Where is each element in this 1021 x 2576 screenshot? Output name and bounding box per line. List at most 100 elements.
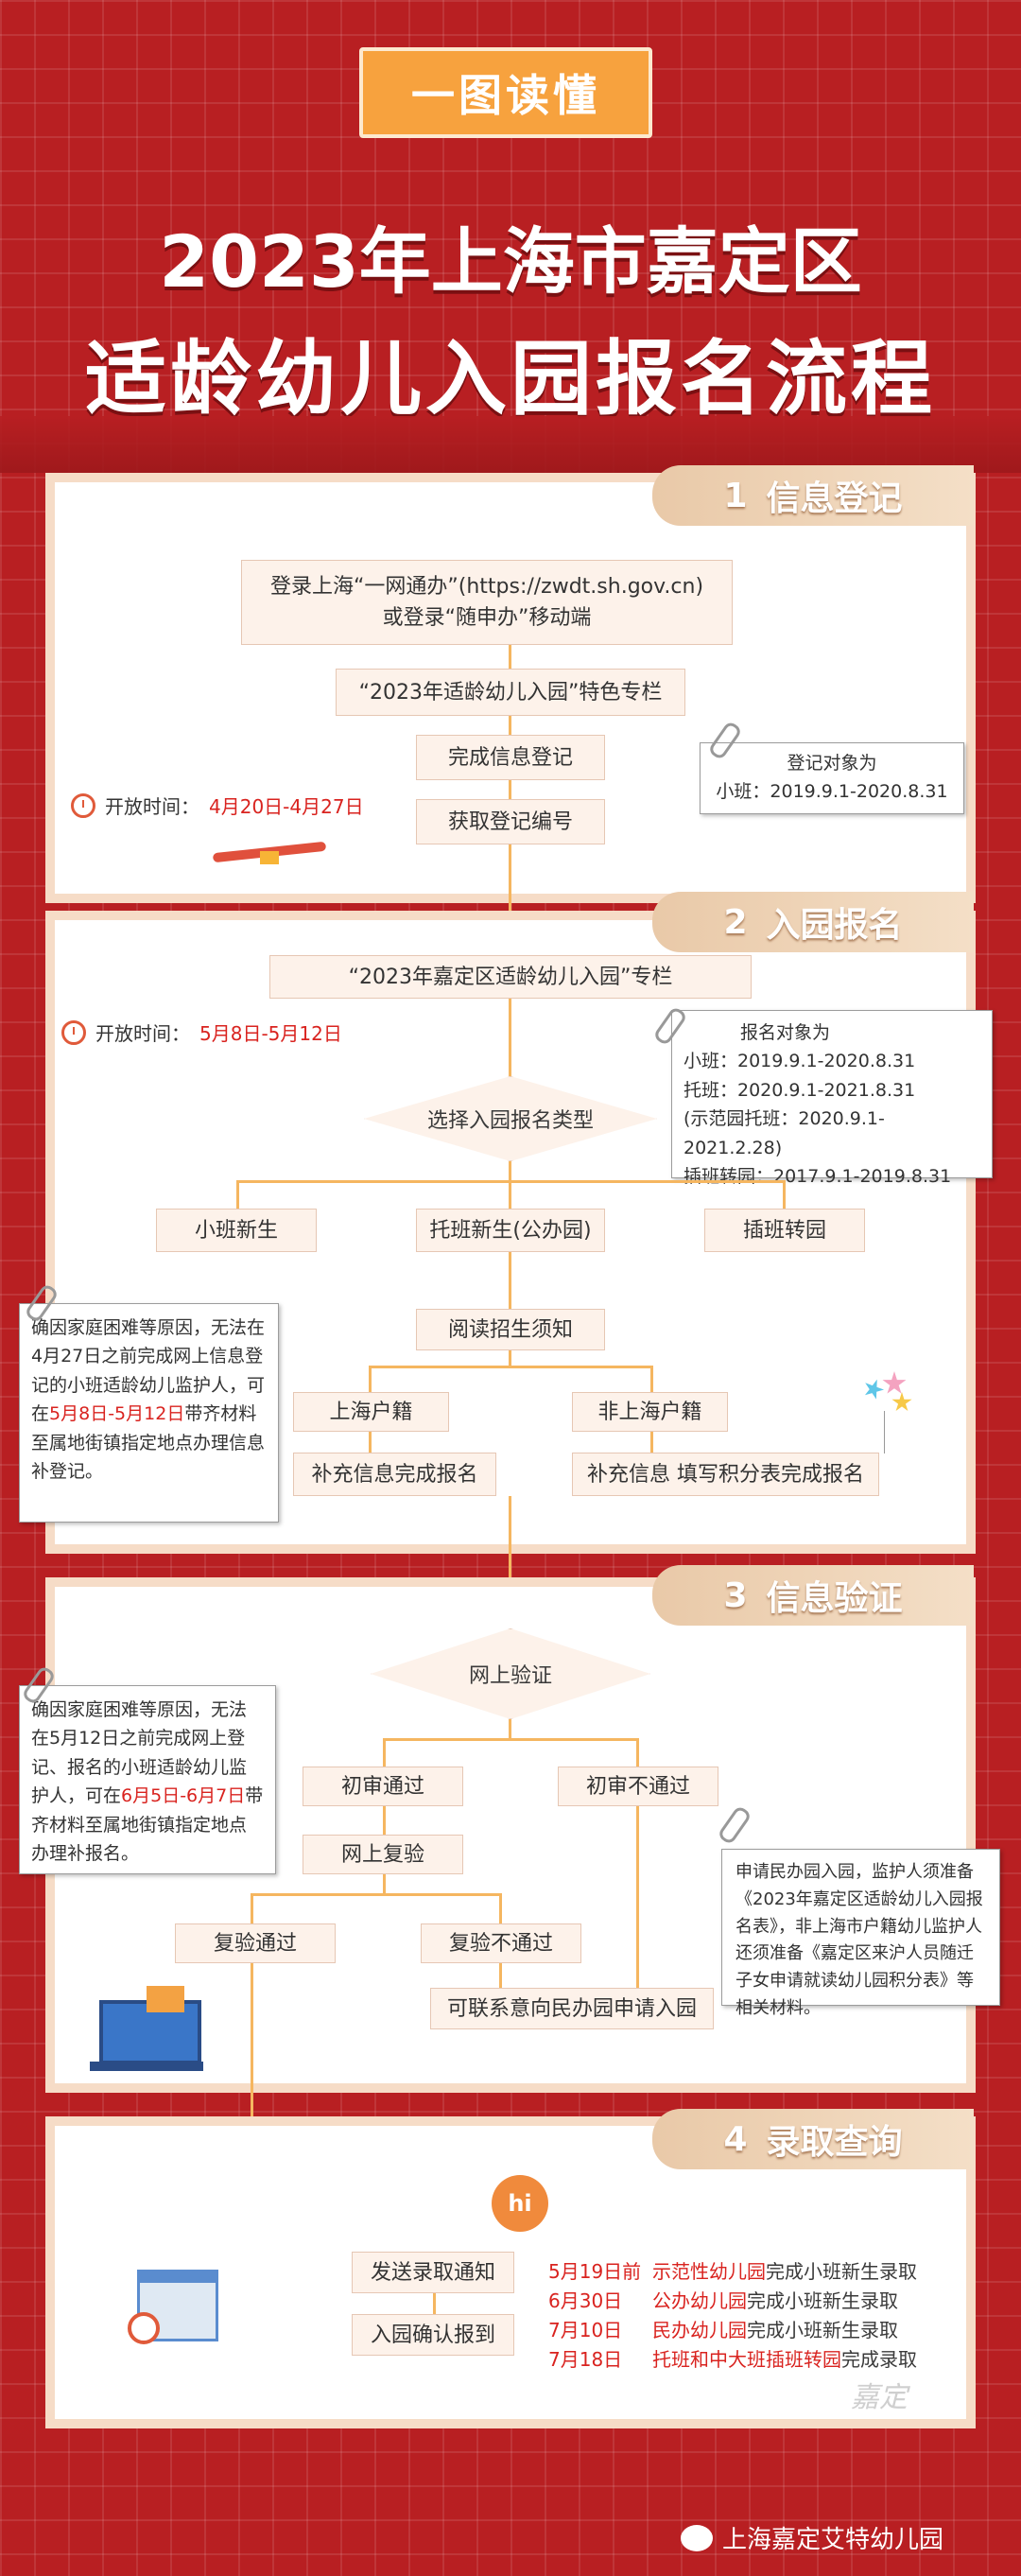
calendar-icon — [128, 2260, 222, 2345]
city-skyline — [0, 416, 1021, 473]
section-3-title: 信息验证 — [766, 1579, 903, 1618]
hi-bubble-icon: hi — [492, 2175, 548, 2232]
special-column-box: “2023年适龄幼儿入园”特色专栏 — [336, 669, 685, 716]
flow-line — [251, 1963, 253, 2143]
confirm-report-box: 入园确认报到 — [352, 2314, 514, 2356]
note-text-date: 6月5日-6月7日 — [121, 1785, 246, 1807]
flow-line — [509, 1719, 511, 1738]
flow-line — [251, 1893, 501, 1896]
registration-number-box: 获取登记编号 — [416, 799, 605, 844]
schedule-entity: 民办幼儿园 — [652, 2319, 747, 2341]
flow-line — [499, 1893, 502, 1923]
section-1-tab: 1 信息登记 — [652, 465, 974, 526]
private-materials-note: 申请民办园入园，监护人须准备《2023年嘉定区适龄幼儿入园报名表》，非上海市户籍… — [721, 1849, 1000, 2018]
login-box: 登录上海“一网通办”(https://zwdt.sh.gov.cn) 或登录“随… — [241, 560, 733, 645]
schedule-date: 6月30日 — [548, 2289, 623, 2312]
flow-line — [509, 645, 511, 669]
schedule-date: 5月19日前 — [548, 2260, 642, 2283]
schedule-entity: 公办幼儿园 — [652, 2289, 747, 2312]
wechat-icon — [681, 2524, 713, 2551]
flow-line — [783, 1180, 786, 1209]
flow-line — [650, 1366, 653, 1392]
schedule-text: 完成小班新生录取 — [747, 2289, 898, 2312]
section-4-number: 4 — [723, 2119, 748, 2159]
flow-line — [509, 844, 511, 955]
option-nursery-class: 托班新生(公办园) — [416, 1209, 605, 1252]
option-transfer: 插班转园 — [704, 1209, 865, 1252]
time-label: 开放时间： — [105, 795, 199, 818]
shanghai-hukou-box: 上海户籍 — [293, 1392, 449, 1432]
schedule-entity: 托班和中大班插班转园 — [652, 2348, 841, 2371]
flow-line — [499, 1963, 502, 1988]
flow-line — [236, 1180, 239, 1209]
target-title: 登记对象为 — [787, 753, 877, 774]
target-nursery: 托班：2020.9.1-2021.8.31 — [684, 1079, 916, 1101]
note-text-b: 带齐材料至属地街镇指定地点办理补报名。 — [31, 1785, 264, 1864]
shanghai-complete-box: 补充信息完成报名 — [293, 1453, 496, 1496]
section-4-title: 录取查询 — [766, 2123, 903, 2162]
schedule-text: 完成录取 — [841, 2348, 917, 2371]
schedule-row: 7月10日民办幼儿园完成小班新生录取 — [548, 2316, 964, 2345]
send-notice-box: 发送录取通知 — [352, 2252, 514, 2293]
non-shanghai-complete-box: 补充信息 填写积分表完成报名 — [572, 1453, 879, 1496]
flow-line — [509, 1161, 511, 1180]
flow-line — [509, 1496, 511, 1628]
flow-line — [509, 780, 511, 799]
flow-line — [636, 1806, 639, 1988]
non-shanghai-hukou-box: 非上海户籍 — [572, 1392, 728, 1432]
target-transfer: 插班转园：2017.9.1-2019.8.31 — [684, 1165, 952, 1187]
late-registration-note: 确因家庭困难等原因，无法在4月27日之前完成网上信息登记的小班适龄幼儿监护人，可… — [19, 1303, 279, 1523]
schedule-row: 5月19日前示范性幼儿园完成小班新生录取 — [548, 2257, 964, 2287]
private-kindergarten-box: 可联系意向民办园申请入园 — [430, 1988, 714, 2029]
recheck-fail: 复验不通过 — [421, 1923, 581, 1963]
target-model-nursery: (示范园托班：2020.9.1-2021.2.28) — [684, 1108, 885, 1158]
flow-line — [369, 1432, 372, 1453]
footer-account: 上海嘉定艾特幼儿园 — [681, 2520, 943, 2555]
flow-line — [636, 1738, 639, 1767]
section-2-number: 2 — [723, 902, 748, 942]
schedule-text: 完成小班新生录取 — [747, 2319, 898, 2341]
note-text-b: 带齐材料至属地街镇指定地点办理信息补登记。 — [31, 1403, 266, 1482]
registration-target-note: 登记对象为 小班：2019.9.1-2020.8.31 — [700, 742, 964, 814]
read-notice-box: 阅读招生须知 — [416, 1309, 605, 1350]
time-value: 4月20日-4月27日 — [209, 795, 364, 818]
flow-line — [383, 1738, 638, 1741]
flow-line — [509, 1252, 511, 1309]
time-value: 5月8日-5月12日 — [199, 1022, 342, 1045]
admission-schedule: 5月19日前示范性幼儿园完成小班新生录取 6月30日公办幼儿园完成小班新生录取 … — [548, 2257, 964, 2375]
footer-account-name: 上海嘉定艾特幼儿园 — [722, 2526, 944, 2554]
recheck-pass: 复验通过 — [175, 1923, 336, 1963]
section-3-number: 3 — [723, 1575, 748, 1615]
flow-line — [433, 2293, 436, 2314]
section-4-tab: 4 录取查询 — [652, 2109, 974, 2169]
section-3-tab: 3 信息验证 — [652, 1565, 974, 1626]
flow-line — [383, 1806, 386, 1835]
note-text-date: 5月8日-5月12日 — [49, 1403, 185, 1425]
section-2-open-time: 开放时间： 5月8日-5月12日 — [61, 1018, 342, 1046]
seesaw-icon — [212, 841, 327, 864]
special-column-box-2: “2023年嘉定区适龄幼儿入园”专栏 — [269, 955, 752, 999]
flow-line — [509, 999, 511, 1076]
header-badge: 一图读懂 — [359, 47, 652, 138]
watermark: 嘉定 — [851, 2381, 908, 2414]
schedule-text: 完成小班新生录取 — [766, 2260, 917, 2283]
schedule-row: 6月30日 公办幼儿园完成小班新生录取 — [548, 2287, 964, 2316]
online-recheck-box: 网上复验 — [303, 1835, 463, 1874]
first-review-pass: 初审通过 — [303, 1767, 463, 1806]
note-text-a: 确因家庭困难等原因，无法在5月12日之前完成网上登记、报名的小班适龄幼儿监护人，… — [31, 1699, 248, 1807]
target-line: 小班：2019.9.1-2020.8.31 — [716, 781, 948, 803]
flow-line — [251, 1893, 253, 1923]
enrollment-target-note: 报名对象为 小班：2019.9.1-2020.8.31 托班：2020.9.1-… — [671, 1010, 993, 1187]
first-review-fail: 初审不通过 — [558, 1767, 718, 1806]
schedule-date: 7月18日 — [548, 2348, 623, 2371]
login-line2: 或登录“随申办”移动端 — [382, 606, 592, 630]
flow-line — [650, 1432, 653, 1453]
option-small-class: 小班新生 — [156, 1209, 317, 1252]
section-2-tab: 2 入园报名 — [652, 892, 974, 952]
balloons-icon — [856, 1371, 922, 1456]
schedule-entity: 示范性幼儿园 — [652, 2260, 766, 2283]
section-1-number: 1 — [723, 476, 748, 515]
section-1-title: 信息登记 — [766, 479, 903, 518]
login-line1: 登录上海“一网通办”(https://zwdt.sh.gov.cn) — [269, 575, 704, 599]
clock-icon — [61, 1019, 86, 1045]
